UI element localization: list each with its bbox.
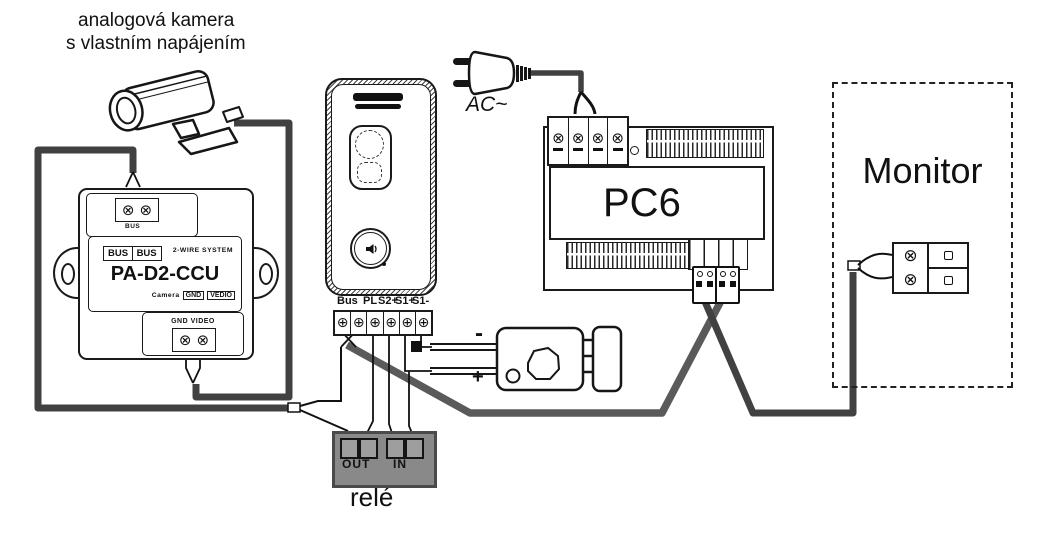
screw-terminal-icon: ⊗ bbox=[903, 245, 918, 266]
speaker-slot bbox=[353, 93, 403, 101]
relay-terminal bbox=[359, 438, 378, 459]
monitor-connector: ⊗ ⊗ bbox=[892, 242, 969, 294]
two-wire-system-label: 2-WIRE SYSTEM bbox=[172, 247, 233, 254]
screw-terminal-icon: ⊗ bbox=[591, 129, 605, 147]
mounting-hole bbox=[259, 263, 273, 285]
ac-plug-illustration bbox=[453, 50, 531, 96]
terminal-label-pl: PL bbox=[363, 295, 378, 307]
bus-port-label-left: BUS bbox=[103, 246, 134, 261]
screw-terminal-icon: ⊗ bbox=[611, 129, 624, 147]
monitor-label: Monitor bbox=[862, 150, 983, 191]
terminal-cell: ⊕ bbox=[351, 312, 368, 334]
ac-label: AC~ bbox=[466, 93, 508, 116]
plug-pin-icon bbox=[696, 271, 703, 277]
relay-terminal bbox=[340, 438, 359, 459]
relay-terminal bbox=[386, 438, 405, 459]
connector-hole-icon bbox=[943, 276, 953, 285]
screw-terminal-icon: ⊕ bbox=[336, 315, 349, 331]
plug-pin-icon bbox=[729, 271, 736, 277]
monitor-connector-holes bbox=[929, 244, 967, 292]
terminal-cell: ⊗ bbox=[608, 118, 627, 164]
plug-contact-icon bbox=[730, 281, 736, 287]
pc6-output-plug-right bbox=[715, 266, 740, 304]
camera-caption-line2: s vlastním napájením bbox=[66, 33, 246, 54]
terminal-dash bbox=[553, 148, 564, 151]
screw-terminal-icon: ⊗ bbox=[903, 269, 918, 290]
terminal-cell: ⊕ bbox=[416, 312, 431, 334]
terminal-cell: ⊗ bbox=[569, 118, 589, 164]
terminal-dash bbox=[592, 148, 603, 151]
plug-contact-icon bbox=[707, 281, 713, 287]
wire-junction bbox=[411, 341, 422, 352]
plug-pin-icon bbox=[719, 271, 726, 277]
screw-terminal-icon: ⊗ bbox=[571, 129, 585, 147]
pc6-model-label: PC6 bbox=[603, 180, 681, 225]
cable-ferrule bbox=[287, 402, 301, 413]
ac-power-cable bbox=[530, 70, 584, 92]
vedio-port-label: VEDIO bbox=[207, 291, 235, 300]
converter-bottom-section: GND VIDEO ⊗ ⊗ bbox=[142, 312, 244, 356]
pc6-output-plug-left bbox=[692, 266, 717, 304]
relay-box: OUT IN bbox=[332, 431, 437, 488]
terminal-label-bus: Bus bbox=[337, 295, 358, 307]
terminal-cell: ⊕ bbox=[335, 312, 352, 334]
relay-out-label: OUT bbox=[342, 457, 371, 471]
plug-contact-icon bbox=[719, 281, 725, 287]
converter-top-section: ⊗ ⊗ BUS bbox=[86, 193, 198, 237]
screw-terminal-icon: ⊕ bbox=[352, 315, 365, 331]
monitor-box: Monitor bbox=[832, 82, 1013, 388]
door-station-terminal-strip: ⊕ ⊕ ⊕ ⊕ ⊕ ⊕ bbox=[333, 310, 433, 336]
speaker-slot bbox=[355, 104, 401, 109]
monitor-connector-screws: ⊗ ⊗ bbox=[894, 244, 929, 292]
pc6-mounting-hole bbox=[630, 146, 639, 155]
gnd-port-label: GND bbox=[182, 291, 205, 300]
screw-terminal-icon: ⊕ bbox=[417, 315, 430, 331]
terminal-cell: ⊗ bbox=[589, 118, 609, 164]
terminal-dash bbox=[573, 148, 584, 151]
screw-terminal-icon: ⊗ bbox=[552, 129, 565, 147]
camera-port-label: Camera bbox=[151, 292, 180, 299]
pc6-output-connector-block bbox=[688, 239, 748, 270]
bus-port-label-right: BUS bbox=[131, 246, 162, 261]
terminal-label-s1minus: S1- bbox=[412, 295, 430, 307]
screw-terminal-icon: ⊕ bbox=[369, 315, 381, 331]
status-led-dot bbox=[382, 262, 386, 266]
camera-lens-icon bbox=[355, 130, 384, 159]
terminal-dash bbox=[612, 148, 623, 151]
door-station bbox=[325, 78, 437, 296]
converter-video-terminals: ⊗ ⊗ bbox=[172, 328, 216, 352]
plug-pin-icon bbox=[706, 271, 713, 277]
cctv-camera-illustration bbox=[108, 70, 244, 156]
screw-terminal-icon: ⊗ bbox=[121, 200, 135, 219]
screw-terminal-icon: ⊕ bbox=[401, 315, 414, 331]
gnd-video-terminal-label: GND VIDEO bbox=[171, 318, 215, 325]
ac-fork-prongs bbox=[573, 91, 597, 115]
relay-terminal bbox=[405, 438, 424, 459]
pc6-vent-grille-top bbox=[646, 129, 764, 158]
screw-terminal-icon: ⊗ bbox=[178, 330, 192, 349]
converter-bus-terminals: ⊗ ⊗ bbox=[115, 198, 159, 222]
connector-hole-icon bbox=[943, 251, 953, 260]
screw-terminal-icon: ⊗ bbox=[139, 200, 153, 219]
relay-in-label: IN bbox=[393, 457, 407, 471]
screw-terminal-icon: ⊕ bbox=[385, 315, 397, 331]
pc6-label-panel: PC6 bbox=[549, 166, 765, 240]
camera-caption-line1: analogová kamera bbox=[78, 10, 235, 31]
pc6-ac-terminal-block: ⊗ ⊗ ⊗ ⊗ bbox=[547, 116, 629, 166]
converter-bus-terminal-label: BUS bbox=[125, 223, 141, 230]
screw-terminal-icon: ⊗ bbox=[196, 330, 210, 349]
call-button-speaker-icon bbox=[365, 243, 377, 254]
converter-model-label: PA-D2-CCU bbox=[110, 263, 220, 285]
terminal-cell: ⊕ bbox=[400, 312, 416, 334]
camera-ir-window bbox=[357, 162, 382, 183]
electric-lock-illustration bbox=[430, 325, 623, 393]
terminal-cell: ⊕ bbox=[384, 312, 400, 334]
terminal-cell: ⊕ bbox=[367, 312, 384, 334]
plug-contact-icon bbox=[696, 281, 702, 287]
mounting-hole bbox=[61, 263, 75, 285]
terminal-cell: ⊗ bbox=[549, 118, 569, 164]
